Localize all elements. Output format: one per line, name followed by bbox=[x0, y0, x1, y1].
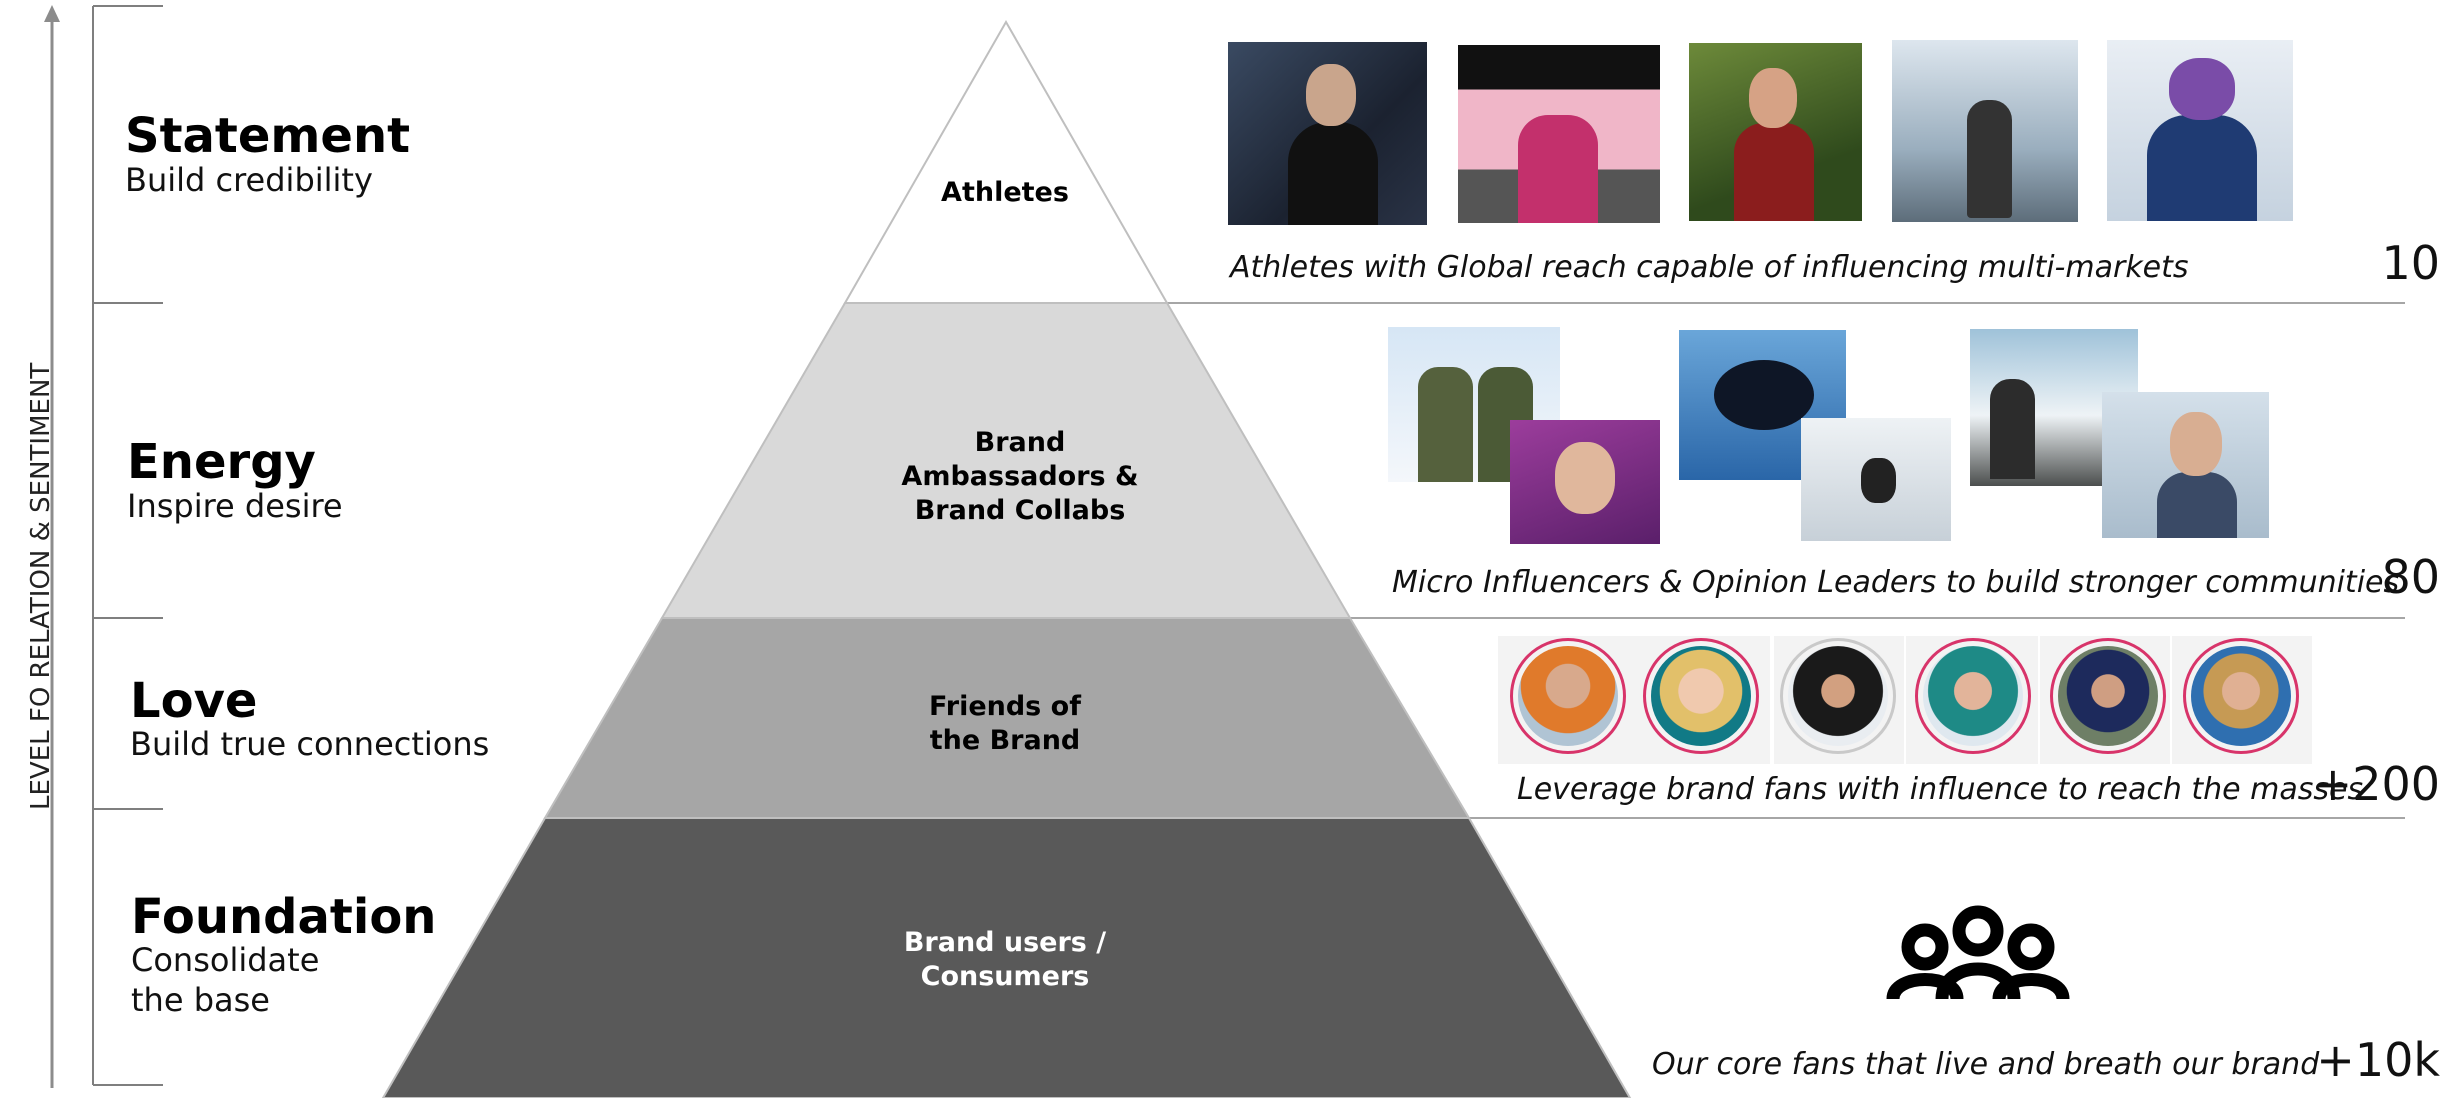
level-title-statement: Statement bbox=[125, 108, 411, 164]
athlete-photo-mountain-runner bbox=[1892, 40, 2078, 222]
row-separators bbox=[1165, 302, 2405, 819]
level-subtitle-love: Build true connections bbox=[130, 725, 490, 763]
level-title-energy: Energy bbox=[127, 434, 316, 490]
athlete-photo-hoodie bbox=[1228, 42, 1427, 225]
pyramid-level-foundation bbox=[381, 817, 1632, 1098]
friend-avatar-4 bbox=[1915, 638, 2031, 754]
count-athletes: 10 bbox=[2381, 236, 2440, 290]
pyramid-label-ambassadors: Brand Ambassadors & Brand Collabs bbox=[901, 427, 1139, 526]
level-subtitle-foundation: Consolidate the base bbox=[131, 941, 320, 1019]
pyramid-label-consumers: Brand users / Consumers bbox=[903, 927, 1107, 992]
count-friends: +200 bbox=[2313, 757, 2440, 811]
pyramid-label-athletes: Athletes bbox=[941, 177, 1069, 208]
level-subtitle-statement: Build credibility bbox=[125, 161, 373, 199]
axis-label: LEVEL FO RELATION & SENTIMENT bbox=[26, 362, 56, 810]
people-group-icon bbox=[1886, 905, 2070, 1001]
caption-consumers: Our core fans that live and breath our b… bbox=[1652, 1047, 2320, 1082]
level-title-foundation: Foundation bbox=[131, 889, 437, 945]
level-title-love: Love bbox=[130, 673, 258, 729]
athlete-photo-trail-runner bbox=[1689, 43, 1862, 221]
athlete-photo-skier bbox=[2107, 40, 2293, 221]
ambassador-photo-portrait bbox=[2102, 392, 2269, 538]
friend-avatar-3 bbox=[1780, 638, 1896, 754]
caption-friends: Leverage brand fans with influence to re… bbox=[1517, 772, 2364, 807]
caption-athletes: Athletes with Global reach capable of in… bbox=[1230, 250, 2189, 285]
friend-avatar-5 bbox=[2050, 638, 2166, 754]
level-bracket bbox=[92, 5, 163, 1086]
count-ambassadors: 80 bbox=[2381, 550, 2440, 604]
pyramid-label-friends: Friends of the Brand bbox=[929, 691, 1081, 756]
athlete-photo-ironman-finish bbox=[1458, 45, 1660, 223]
ambassador-photo-skiing bbox=[1801, 418, 1951, 541]
level-subtitle-energy: Inspire desire bbox=[127, 487, 343, 525]
axis-arrowhead bbox=[44, 5, 60, 22]
friend-avatar-1 bbox=[1510, 638, 1626, 754]
count-consumers: +10k bbox=[2316, 1033, 2440, 1087]
pyramid-level-statement bbox=[843, 19, 1169, 304]
friend-avatar-6 bbox=[2183, 638, 2299, 754]
ambassador-photo-hood bbox=[1510, 420, 1660, 544]
caption-ambassadors: Micro Influencers & Opinion Leaders to b… bbox=[1392, 565, 2400, 600]
friend-avatar-2 bbox=[1643, 638, 1759, 754]
